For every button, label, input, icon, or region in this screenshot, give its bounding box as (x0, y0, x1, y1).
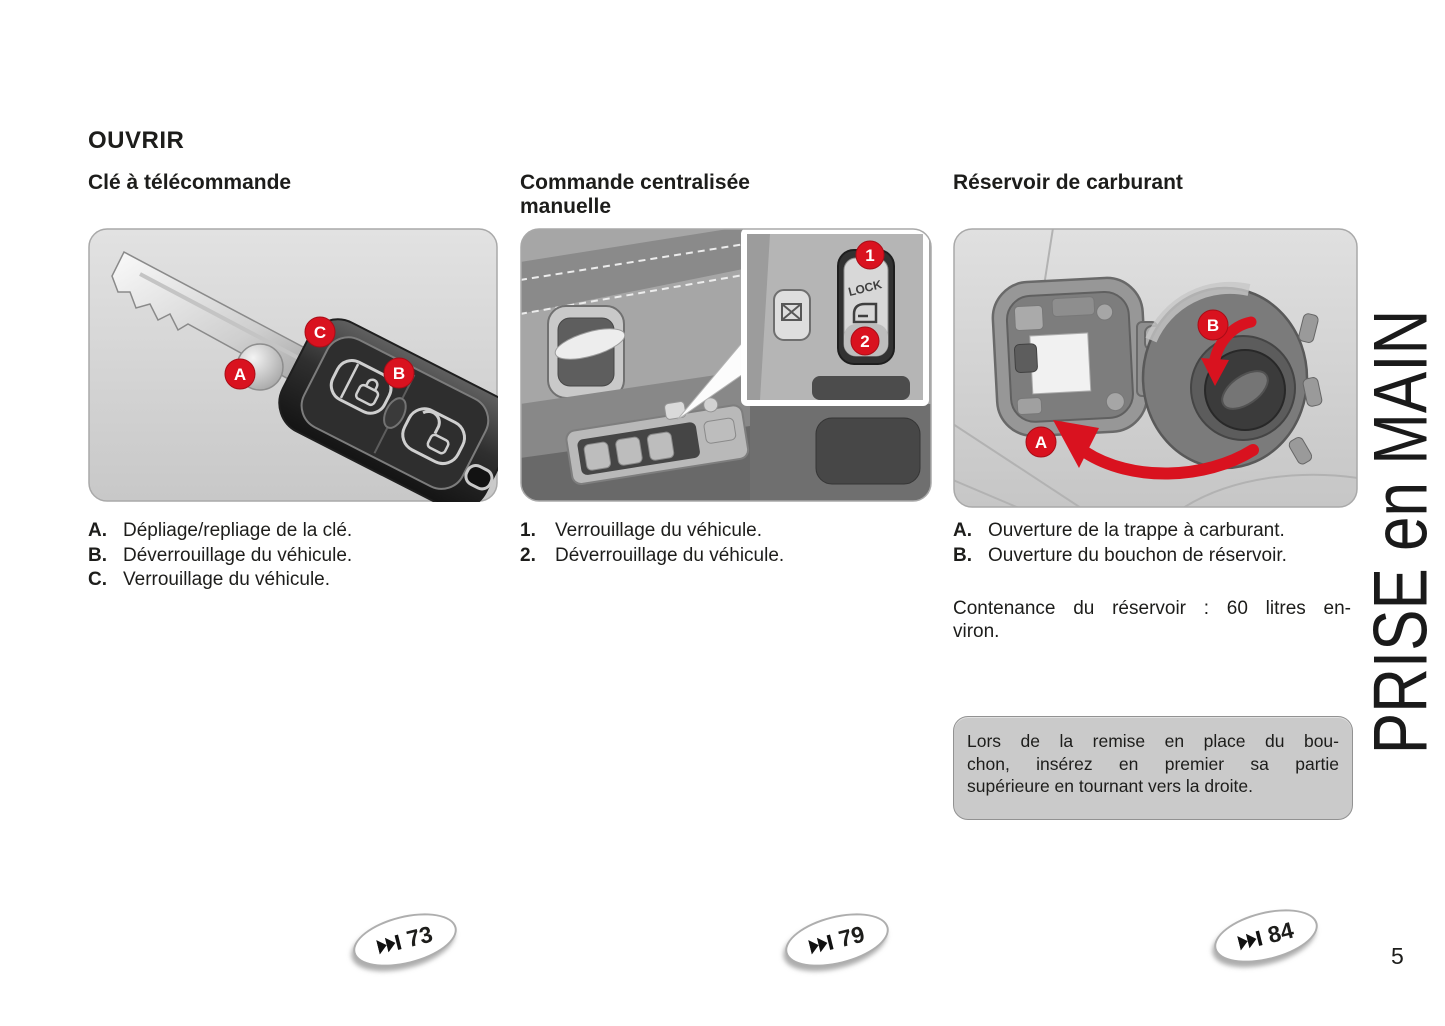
section-label-prise-en-main: PRISE en MAIN (1359, 309, 1444, 755)
list-item: B. Déverrouillage du véhicule. (88, 544, 498, 569)
page-ref-number: 79 (835, 920, 867, 952)
door-lock-control-illustration: LOCK 1 2 (520, 228, 932, 502)
badge-1 (855, 240, 885, 270)
list-item: C. Verrouillage du véhicule. (88, 568, 498, 593)
page-ref-fuel-tank[interactable]: 84 (1208, 899, 1324, 973)
item-label: C. (88, 569, 107, 590)
list-item: A. Ouverture de la trappe à carburant. (953, 519, 1358, 544)
door-top-trim (521, 229, 778, 314)
list-item: 1. Verrouillage du véhicule. (520, 519, 932, 544)
skip-to-page-icon (376, 934, 402, 955)
item-text: Verrouillage du véhicule. (123, 569, 331, 590)
tank-capacity-text: Contenance du réservoir : 60 litres en- … (953, 597, 1351, 643)
item-text: Ouverture de la trappe à carburant. (988, 520, 1285, 541)
badge-b-label: B (393, 364, 405, 383)
page-ref-remote-key[interactable]: 73 (347, 903, 463, 977)
item-label: 1. (520, 520, 536, 541)
badge-b-label: B (1207, 316, 1219, 335)
page-ref-number: 73 (403, 920, 435, 952)
skip-to-page-icon (808, 934, 834, 955)
window-lockout-button (773, 289, 811, 341)
page-number: 5 (1391, 943, 1404, 969)
door-icon (852, 302, 878, 324)
door-handle (547, 305, 626, 399)
capacity-line: Contenance du réservoir : 60 litres en- (953, 598, 1351, 619)
badge-a (224, 358, 256, 390)
badge-a-label: A (1035, 433, 1047, 452)
item-text: Déverrouillage du véhicule. (123, 544, 353, 566)
page-ref-number: 84 (1264, 916, 1296, 948)
window-switch-cluster (565, 397, 750, 485)
badge-b (383, 357, 415, 389)
item-text: Ouverture du bouchon de réservoir. (988, 544, 1287, 566)
list-item: A. Dépliage/repliage de la clé. (88, 519, 498, 544)
fuel-tank-svg: A B (953, 228, 1358, 508)
heading-central-locking-line1: Commande centralisée (520, 171, 750, 194)
keyring-hole (464, 463, 494, 491)
badge-a (1025, 426, 1057, 458)
item-text: Déverrouillage du véhicule. (555, 544, 785, 566)
list-item: 2. Déverrouillage du véhicule. (520, 544, 932, 569)
note-line: supérieure en tournant vers la droite. (967, 776, 1253, 796)
fuel-tank-illustration: A B (953, 228, 1358, 508)
unlock-button-icon (401, 407, 466, 466)
page-ref-central-locking[interactable]: 79 (779, 903, 895, 977)
badge-2-label: 2 (860, 332, 869, 351)
list-item: B. Ouverture du bouchon de réservoir. (953, 544, 1358, 569)
heading-central-locking: Commande centralisée manuelle (520, 171, 932, 219)
open-flap-arrow (1053, 420, 1259, 480)
note-line: chon, insérez en premier sa partie (967, 753, 1339, 774)
fuel-cap (1141, 281, 1323, 470)
central-locking-legend: 1. Verrouillage du véhicule. 2. Déverrouil… (520, 519, 932, 568)
badge-c-label: C (314, 323, 326, 342)
badge-b (1197, 309, 1229, 341)
item-label: 2. (520, 544, 536, 566)
fuel-flap (991, 276, 1149, 438)
page-title: OUVRIR (88, 127, 185, 154)
item-label: B. (953, 544, 972, 566)
item-label: A. (88, 520, 107, 541)
window-crossed-icon (781, 303, 802, 321)
item-label: B. (88, 544, 107, 566)
unscrew-cap-arrow (1201, 316, 1257, 386)
door-lock-switch (664, 401, 687, 420)
badge-a-label: A (234, 365, 246, 384)
lock-switch-inset: LOCK 1 2 (741, 228, 929, 406)
remote-key-illustration: A C B (88, 228, 498, 502)
badge-2 (850, 326, 880, 356)
heading-central-locking-line2: manuelle (520, 195, 612, 218)
key-fob-body (278, 318, 498, 502)
badge-c (304, 316, 336, 348)
capacity-line: viron. (953, 621, 1000, 642)
remote-key-legend: A. Dépliage/repliage de la clé. B. Déverro… (88, 519, 498, 593)
badge-1-label: 1 (865, 246, 874, 265)
cap-refit-note: Lors de la remise en place du bou- chon,… (953, 716, 1353, 820)
note-line: Lors de la remise en place du bou- (967, 731, 1339, 751)
door-lock-svg: LOCK 1 2 (520, 228, 932, 502)
heading-remote-key: Clé à télécommande (88, 171, 292, 194)
lock-button-icon (329, 359, 393, 415)
item-label: A. (953, 520, 972, 541)
item-text: Verrouillage du véhicule. (555, 520, 763, 541)
remote-key-svg: A C B (88, 228, 498, 502)
fuel-tank-legend: A. Ouverture de la trappe à carburant. B.… (953, 519, 1358, 568)
item-text: Dépliage/repliage de la clé. (123, 520, 353, 541)
heading-fuel-tank: Réservoir de carburant (953, 171, 1183, 194)
skip-to-page-icon (1237, 930, 1263, 951)
